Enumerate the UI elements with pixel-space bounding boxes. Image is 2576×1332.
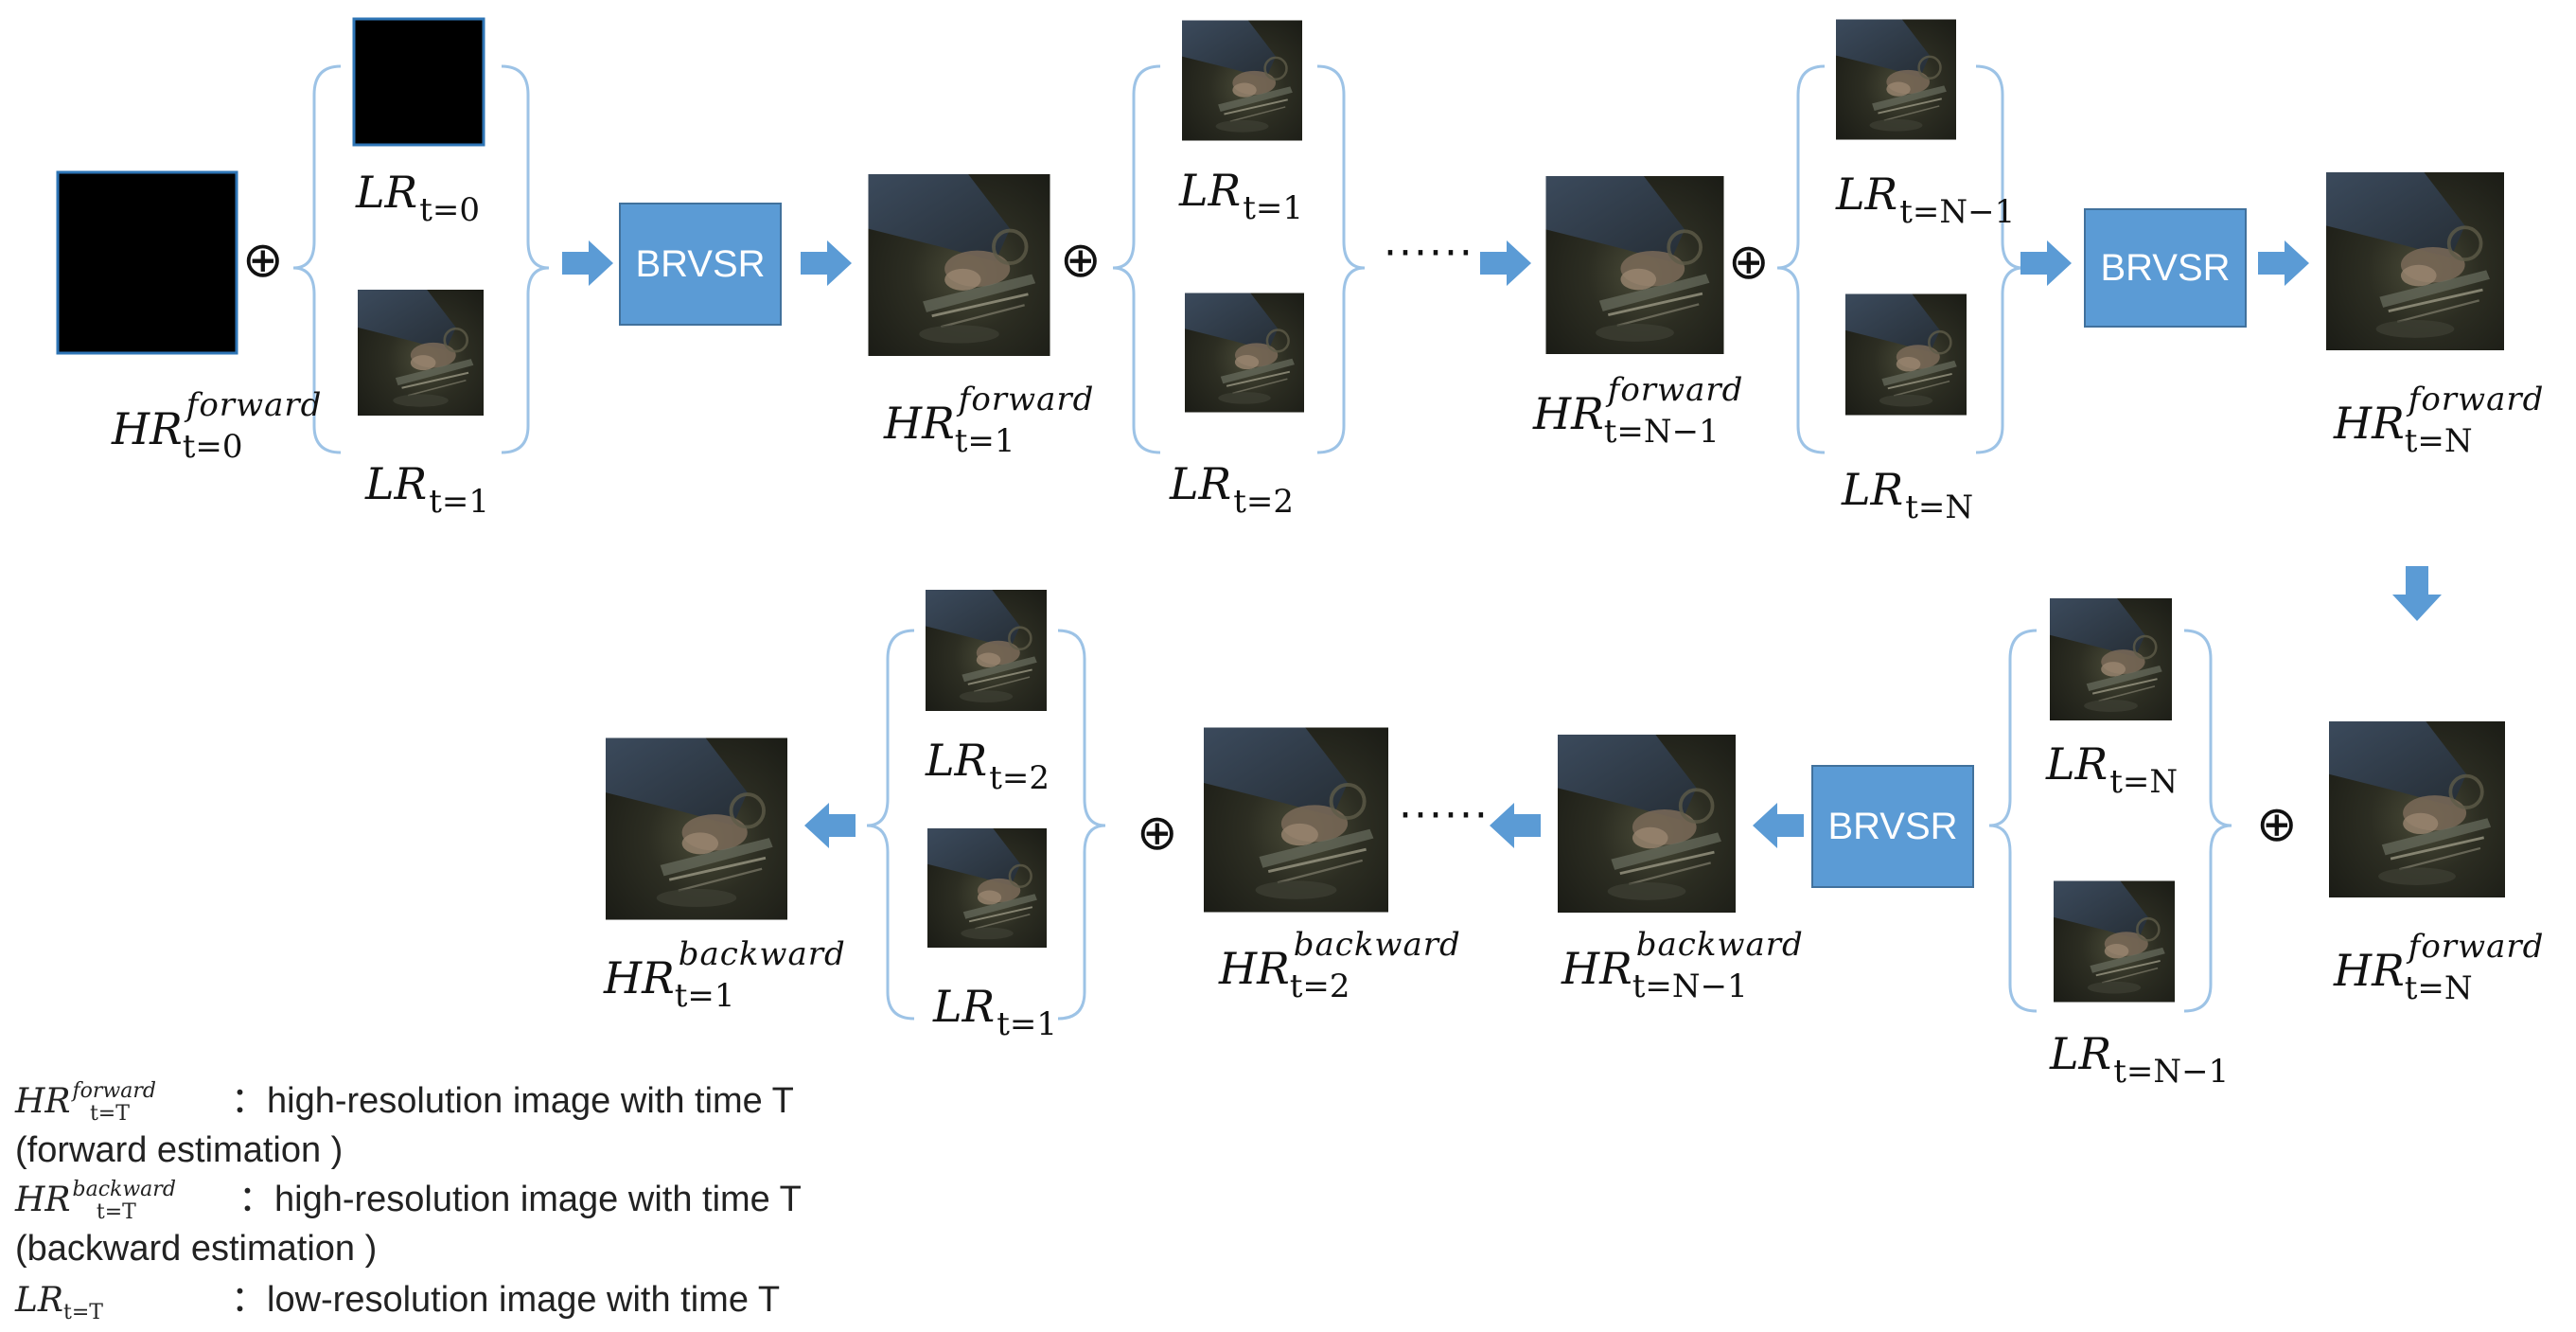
arrow-d2 xyxy=(1490,803,1541,848)
oplus-e: ⊕ xyxy=(1137,805,1178,861)
hr-backward-tn1-frame xyxy=(1556,735,1738,913)
lr-t0-frame xyxy=(352,17,485,147)
label-lr-t1-e: LRt=1 xyxy=(933,981,1057,1043)
brace-left-a xyxy=(292,64,342,454)
brvsr-block-2: BRVSR xyxy=(2084,208,2247,328)
arrow-a2 xyxy=(801,240,852,286)
brace-right-a xyxy=(501,64,550,454)
legend-item-hr-backward: HRbackwardt=T ：high-resolution image wit… xyxy=(15,1178,802,1224)
lr-tn-frame-c xyxy=(1845,293,1967,416)
oplus-c: ⊕ xyxy=(1728,234,1770,291)
lr-tn1-frame-c xyxy=(1836,19,1956,140)
arrow-b1 xyxy=(1480,240,1531,286)
arrow-a1 xyxy=(562,240,613,286)
label-lr-tn1-c: LRt=N−1 xyxy=(1836,169,2016,231)
hr-forward-tn1-frame xyxy=(1544,176,1726,354)
brace-left-d xyxy=(1988,629,2038,1013)
lr-t1-frame-a xyxy=(358,290,484,416)
oplus-d: ⊕ xyxy=(2256,796,2298,853)
arrow-d1 xyxy=(1753,803,1804,848)
brace-left-e xyxy=(866,629,915,1021)
legend-item-hr-forward-note: (forward estimation ) xyxy=(15,1130,344,1170)
brace-left-b xyxy=(1112,64,1161,454)
brace-right-e xyxy=(1057,629,1106,1021)
ellipsis-top: ······ xyxy=(1384,229,1474,277)
lr-t2-frame-e xyxy=(926,589,1047,712)
brace-left-c xyxy=(1776,64,1826,454)
hr-forward-t1-frame xyxy=(868,174,1050,356)
hr-backward-t1-frame xyxy=(606,737,787,920)
hr-backward-t2-frame xyxy=(1204,726,1388,914)
ellipsis-bottom: ······ xyxy=(1399,791,1490,840)
hr-forward-t0-frame xyxy=(56,170,238,355)
label-lr-tn1-d: LRt=N−1 xyxy=(2050,1028,2230,1091)
arrow-e1 xyxy=(804,803,856,848)
label-lr-t2-b: LRt=2 xyxy=(1170,458,1294,521)
label-lr-t0: LRt=0 xyxy=(356,167,480,229)
brace-right-b xyxy=(1316,64,1366,454)
brvsr-block-3: BRVSR xyxy=(1811,765,1974,888)
legend-item-hr-backward-note: (backward estimation ) xyxy=(15,1229,378,1269)
label-lr-tn-c: LRt=N xyxy=(1842,464,1974,526)
lr-t1-frame-e xyxy=(927,827,1047,949)
lr-tn1-frame-d xyxy=(2054,880,2175,1003)
legend-item-lr: LRt=T ：low-resolution image with time T xyxy=(15,1280,781,1324)
oplus-b: ⊕ xyxy=(1060,232,1102,289)
brvsr-block-1: BRVSR xyxy=(619,203,782,326)
arrow-c2 xyxy=(2258,240,2309,286)
arrow-down xyxy=(2392,566,2442,621)
lr-tn-frame-d xyxy=(2048,598,2174,720)
lr-t2-frame-b xyxy=(1185,292,1304,414)
label-lr-t2-e: LRt=2 xyxy=(926,735,1050,797)
lr-t1-frame-b xyxy=(1182,19,1302,142)
hr-forward-tn-top-frame xyxy=(2324,172,2506,350)
legend-item-hr-forward: HRforwardt=T ：high-resolution image with… xyxy=(15,1079,794,1126)
hr-forward-tn-bottom-frame xyxy=(2328,721,2506,897)
label-lr-tn-d: LRt=N xyxy=(2046,738,2179,801)
oplus-a: ⊕ xyxy=(242,232,284,289)
brace-right-c xyxy=(1975,64,2024,454)
label-lr-t1-a: LRt=1 xyxy=(365,458,489,521)
brace-right-d xyxy=(2183,629,2232,1013)
arrow-c1 xyxy=(2020,240,2072,286)
label-lr-t1-b: LRt=1 xyxy=(1179,165,1303,227)
